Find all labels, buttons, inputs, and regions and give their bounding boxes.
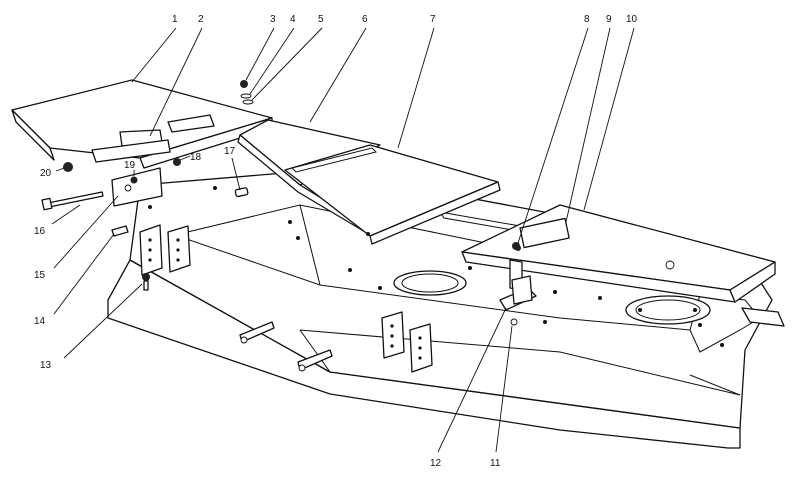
callout-14: 14 [34,316,46,327]
callout-19: 19 [124,160,136,171]
chute-cover [284,144,501,245]
callout-9: 9 [606,14,612,25]
callout-13: 13 [40,360,52,371]
callout-6: 6 [362,14,368,25]
callout-12: 12 [430,458,442,469]
callout-17: 17 [224,146,236,157]
callout-3: 3 [270,14,276,25]
callout-labels: 1 2 3 4 5 6 7 8 9 10 11 12 13 14 15 16 1… [34,14,638,469]
callout-2: 2 [198,14,204,25]
callout-15: 15 [34,270,46,281]
callout-1: 1 [172,14,178,25]
latch-assembly [499,242,537,326]
callout-7: 7 [430,14,436,25]
callout-4: 4 [290,14,296,25]
callout-10: 10 [626,14,638,25]
callout-16: 16 [34,226,46,237]
callout-11: 11 [490,458,501,469]
callout-18: 18 [190,152,202,163]
deflector-shield-right [461,204,776,303]
leader-lines [51,27,635,453]
hardware [41,80,521,291]
callout-5: 5 [318,14,324,25]
deflector-shield-left [11,79,273,169]
callout-20: 20 [40,168,52,179]
callout-8: 8 [584,14,590,25]
hinge-bracket [91,139,171,207]
height-adjust-brackets [139,224,433,373]
